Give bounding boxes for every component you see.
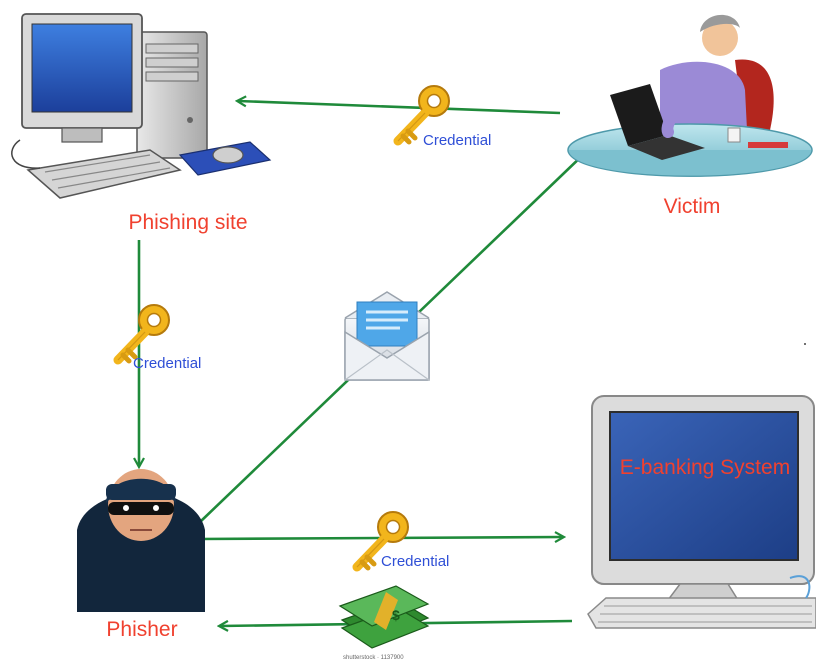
key-icon — [118, 305, 169, 361]
credential-label: Credential — [133, 355, 202, 372]
money-stack-icon: $ — [338, 585, 430, 649]
envelope-icon — [344, 291, 430, 381]
desktop-computer-icon — [11, 13, 272, 199]
monitor-icon — [587, 395, 816, 629]
ebanking-label: E-banking System — [620, 456, 790, 479]
burglar-icon — [77, 469, 205, 612]
svg-text:$: $ — [392, 607, 400, 623]
woman-at-laptop-icon — [567, 14, 813, 177]
arrow-victim-to-site — [238, 101, 561, 115]
credential-label: Credential — [423, 132, 492, 149]
victim-label: Victim — [664, 195, 721, 218]
credential-label: Credential — [381, 553, 450, 570]
watermark: shutterstock · 1137900 — [343, 655, 404, 661]
phishing-site-label: Phishing site — [128, 211, 247, 234]
phisher-label: Phisher — [106, 618, 177, 641]
